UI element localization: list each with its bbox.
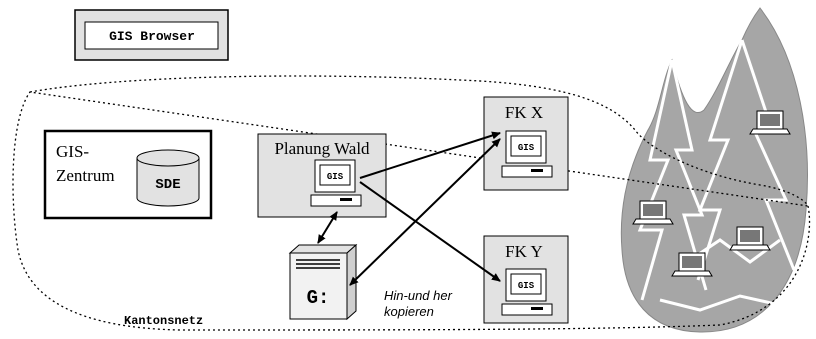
gis-center-title-line2: Zentrum [56,166,115,185]
server-drive-label: G: [307,287,330,309]
database-label: SDE [155,177,180,193]
computer-icon [502,131,552,177]
computer-icon [502,269,552,315]
gis-browser-box: GIS Browser [75,10,228,60]
copy-note-line1: Hin-und her [384,288,453,303]
planning-office-screen-label: GIS [327,172,344,182]
copy-note-line2: kopieren [384,304,434,319]
network-label: Kantonsnetz [124,314,203,328]
gis-browser-label: GIS Browser [109,29,195,44]
forest-district-y-screen-label: GIS [518,281,535,291]
gis-center-box: GIS- Zentrum SDE [45,131,211,218]
computer-icon [311,160,361,206]
forest-area [621,8,807,332]
gis-center-title-line1: GIS- [56,142,89,161]
forest-district-y-title: FK Y [505,242,543,261]
forest-district-x-screen-label: GIS [518,143,535,153]
arrow-planning-to-fky [360,182,500,281]
planning-office-title: Planung Wald [274,139,370,158]
forest-district-x-title: FK X [505,103,543,122]
